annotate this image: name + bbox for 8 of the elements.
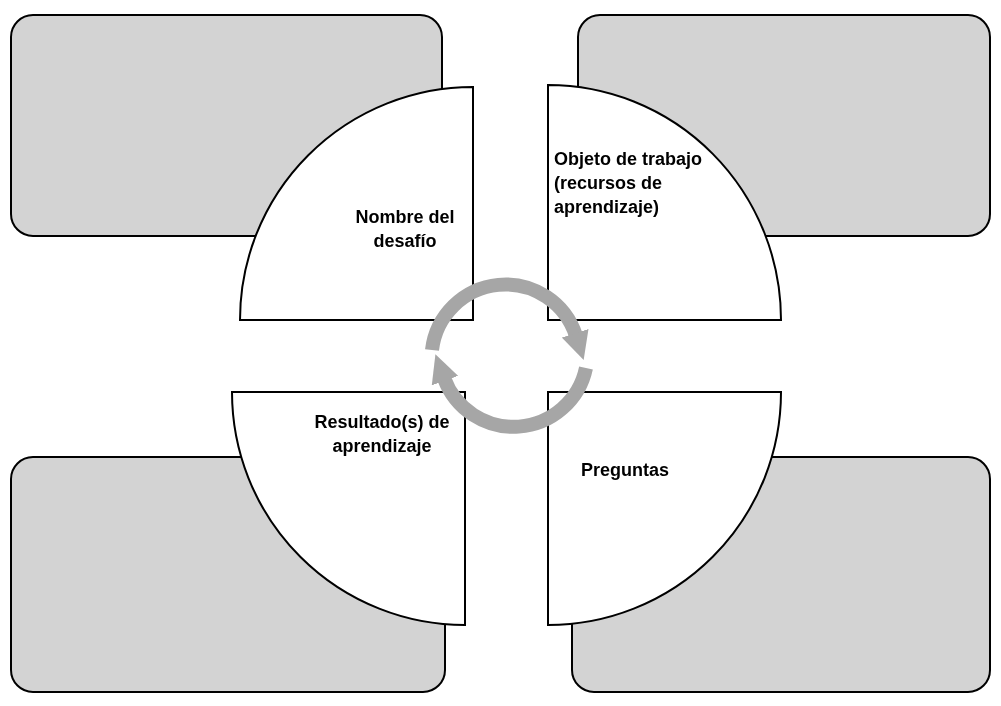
segment-label: Objeto de trabajo (recursos de aprendizaje) [554,148,704,219]
quarter-circle-segment [548,85,781,320]
segment-label: Resultado(s) de aprendizaje [313,411,451,458]
segment-label: Nombre del desafío [354,206,456,253]
quarter-circle-segment [240,87,473,320]
segment-label: Preguntas [581,459,671,482]
quarter-circle-segment [548,392,781,625]
quarter-circle-segment [232,392,465,625]
